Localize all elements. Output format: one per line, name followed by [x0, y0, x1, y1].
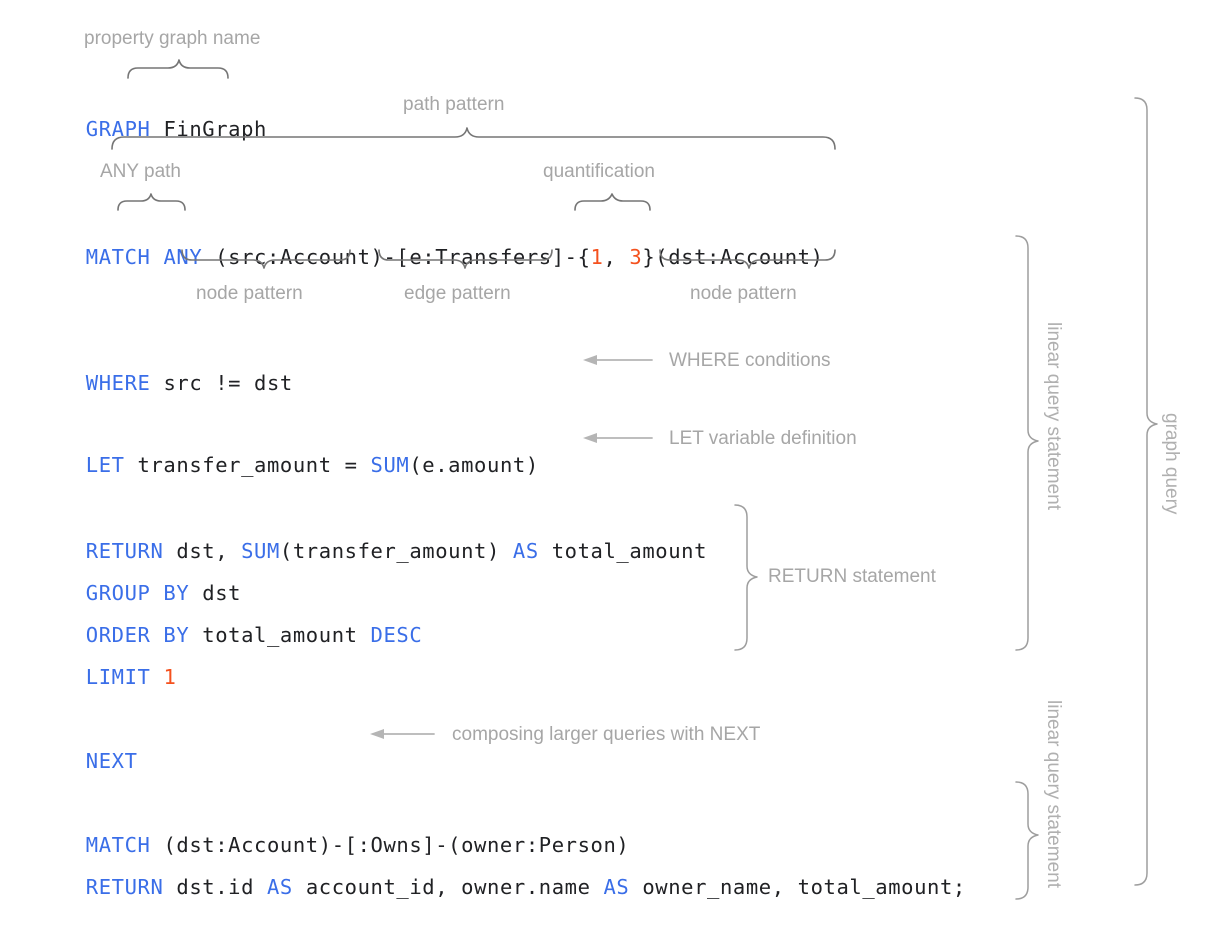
return-2-items-1: dst.id: [163, 875, 267, 899]
arrow-composing-next: [370, 729, 435, 739]
keyword-group-by: GROUP BY: [85, 581, 190, 605]
brace-linear-query-statement-2: [1015, 781, 1039, 900]
brace-return-statement: [734, 504, 758, 651]
label-node-pattern-2: node pattern: [690, 283, 797, 304]
keyword-next: NEXT: [85, 749, 138, 773]
code-line-return: RETURN dst, SUM(transfer_amount) AS tota…: [34, 512, 707, 590]
quantifier-upper-bound: 3: [629, 245, 643, 269]
label-edge-pattern: edge pattern: [404, 283, 511, 304]
pattern-part-1: (src:Account)-[e:Transfers]-{: [202, 245, 591, 269]
match-2-pattern: (dst:Account)-[:Owns]-(owner:Person): [150, 833, 630, 857]
quantifier-separator: ,: [603, 245, 630, 269]
brace-property-graph-name: [127, 59, 229, 79]
keyword-as-2: AS: [266, 875, 293, 899]
code-line-let: LET transfer_amount = SUM(e.amount): [34, 426, 539, 504]
label-linear-query-statement-2: linear query statement: [1043, 700, 1064, 888]
order-by-key: total_amount: [189, 623, 371, 647]
label-node-pattern-1: node pattern: [196, 283, 303, 304]
keyword-desc: DESC: [370, 623, 423, 647]
keyword-return-2: RETURN: [85, 875, 164, 899]
keyword-where: WHERE: [85, 371, 151, 395]
return-items-2: (transfer_amount): [279, 539, 513, 563]
code-line-match-2: MATCH (dst:Account)-[:Owns]-(owner:Perso…: [34, 806, 629, 884]
return-alias: total_amount: [538, 539, 708, 563]
keyword-order-by: ORDER BY: [85, 623, 190, 647]
label-property-graph-name: property graph name: [84, 28, 261, 49]
return-2-items-2: account_id, owner.name: [292, 875, 604, 899]
label-linear-query-statement-1: linear query statement: [1043, 322, 1064, 510]
label-composing-next: composing larger queries with NEXT: [452, 724, 761, 745]
label-let-variable-definition: LET variable definition: [669, 428, 857, 449]
arrow-where-conditions: [583, 355, 653, 365]
where-expression: src != dst: [150, 371, 293, 395]
pattern-part-2: }(dst:Account): [642, 245, 824, 269]
function-sum: SUM: [370, 453, 410, 477]
limit-value: 1: [150, 665, 177, 689]
let-sum-args: (e.amount): [409, 453, 539, 477]
keyword-graph: GRAPH: [85, 117, 151, 141]
graph-name-value: FinGraph: [150, 117, 267, 141]
brace-linear-query-statement-1: [1015, 235, 1039, 651]
code-line-return-2: RETURN dst.id AS account_id, owner.name …: [34, 848, 966, 926]
label-any-path: ANY path: [100, 161, 181, 182]
return-2-items-3: owner_name, total_amount;: [629, 875, 966, 899]
keyword-as: AS: [512, 539, 539, 563]
function-sum-2: SUM: [241, 539, 280, 563]
brace-graph-query: [1134, 97, 1158, 886]
return-items-1: dst,: [163, 539, 242, 563]
group-by-key: dst: [189, 581, 242, 605]
let-assignment: transfer_amount =: [124, 453, 371, 477]
brace-any-path: [117, 193, 186, 211]
code-line-limit: LIMIT 1: [34, 638, 176, 716]
quantifier-lower-bound: 1: [590, 245, 604, 269]
label-where-conditions: WHERE conditions: [669, 350, 831, 371]
keyword-as-3: AS: [603, 875, 630, 899]
arrow-let-variable-definition: [583, 433, 653, 443]
keyword-match-2: MATCH: [85, 833, 151, 857]
code-line-order-by: ORDER BY total_amount DESC: [34, 596, 422, 674]
code-line-group-by: GROUP BY dst: [34, 554, 241, 632]
keyword-match: MATCH: [85, 245, 151, 269]
label-graph-query: graph query: [1161, 413, 1182, 515]
keyword-any: ANY: [150, 245, 203, 269]
code-line-graph: GRAPH FinGraph: [34, 90, 267, 168]
keyword-let: LET: [85, 453, 125, 477]
code-line-where: WHERE src != dst: [34, 344, 293, 422]
label-quantification: quantification: [543, 161, 655, 182]
keyword-limit: LIMIT: [85, 665, 151, 689]
label-return-statement: RETURN statement: [768, 566, 936, 587]
label-path-pattern: path pattern: [403, 94, 505, 115]
brace-quantification: [574, 193, 651, 211]
keyword-return: RETURN: [85, 539, 164, 563]
code-line-next: NEXT: [34, 722, 138, 800]
